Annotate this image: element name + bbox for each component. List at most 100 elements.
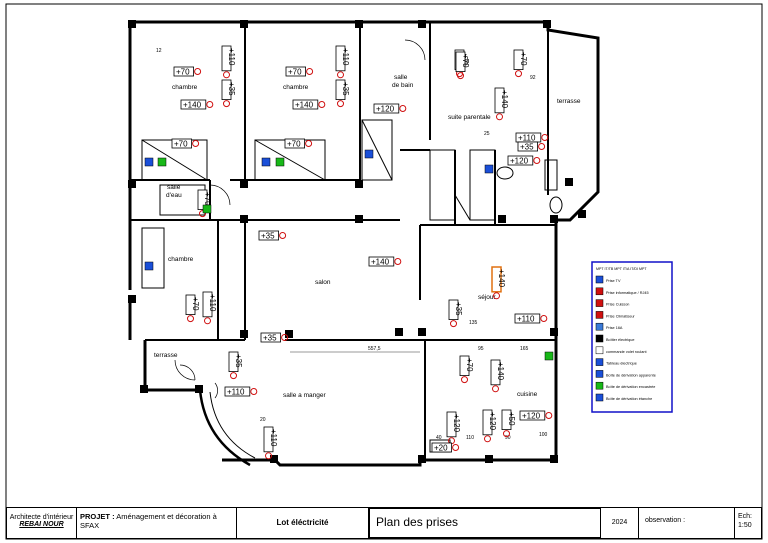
socket-cuis-20: +20 [431,442,460,453]
socket-sde-v: +70 [197,189,212,218]
legend-swatch-icon [595,393,604,402]
socket-sam-110: +110 [224,386,258,397]
socket-c3-v1: +70 [185,294,200,323]
socket-cuis-v5: +50 [501,409,516,438]
svg-text:+70: +70 [461,54,470,68]
socket-salon-140: +140 [368,256,402,267]
svg-text:+70: +70 [176,68,190,77]
room-salon: salon [315,279,331,286]
socket-salon-35: +35 [260,332,289,343]
svg-text:+120: +120 [510,157,529,166]
svg-text:+35: +35 [341,82,350,96]
scale-cell: Ech: 1:50 [735,508,761,538]
socket-cuis-v1: +140 [490,359,505,393]
room-chambre-1: chambre [172,84,198,91]
svg-text:+140: +140 [496,362,505,381]
socket-sp-35: +35 [517,141,546,152]
tv-socket-icon [144,157,154,167]
socket-c1-mid: +140 [180,99,214,110]
svg-text:+110: +110 [227,388,245,397]
curved-wall [198,389,251,467]
socket-c3-35: +35 [258,230,287,241]
legend-item-label: Boîte de dérivation étanche [606,397,652,401]
socket-sp-120: +120 [507,155,541,166]
legend-swatch-icon [595,287,604,296]
socket-c2-mid: +140 [292,99,326,110]
dim-20: 20 [260,417,266,423]
room-salle-deau-1: salle [167,184,181,191]
svg-text:+140: +140 [295,101,314,110]
legend-swatch-icon [595,311,604,319]
socket-cuis-v2: +70 [459,355,474,384]
room-suite-parentale: suite parentale [448,114,491,121]
svg-text:+120: +120 [488,412,497,431]
svg-text:+140: +140 [500,90,509,109]
socket-sam-v: +110 [263,426,278,460]
socket-sp-110: +110 [515,132,549,143]
legend: MPT IT/TB MPT IT/A IT/DI MPT Prise TVPri… [591,261,673,413]
year: 2024 [601,508,639,538]
svg-text:+120: +120 [452,414,461,433]
legend-swatch-icon [595,381,604,390]
svg-text:+35: +35 [263,334,277,343]
tv-socket-icon [364,149,374,159]
switch-box-icon [275,157,285,167]
room-salle-de-bain-1: salle [394,74,408,81]
socket-sp-v3: +140 [494,87,509,121]
svg-text:+70: +70 [519,52,528,66]
legend-item-label: Prise Cuisson [606,303,629,307]
room-labels: chambre chambre salle de bain suite pare… [154,74,581,399]
socket-c1-top: +70 [173,66,202,77]
svg-text:+35: +35 [234,354,243,368]
socket-ter-v: +35 [228,351,243,380]
tv-socket-icon [484,164,494,174]
project-desc: Aménagement et décoration à SFAX [80,512,217,530]
room-chambre-3: chambre [168,256,194,263]
svg-text:+140: +140 [497,269,506,288]
room-terrasse-ne: terrasse [557,98,581,105]
lot-label: Lot éléctricité [237,508,369,538]
dim-557: 557,5 [368,346,381,352]
legend-swatch-icon [595,299,604,307]
switch-box-icon [544,351,554,361]
svg-text:+35: +35 [520,143,534,152]
legend-item-label: Boîtier électrique [606,338,635,342]
dim-110: 110 [466,435,474,441]
dimension-labels: 557,5 135 95 165 40 110 90 100 92 25 20 … [156,48,548,441]
svg-text:+70: +70 [287,140,301,149]
socket-c1-v2: +35 [221,79,236,108]
svg-text:+120: +120 [522,412,541,421]
project-cell: PROJET : Aménagement et décoration à SFA… [77,508,237,538]
svg-text:+20: +20 [434,444,448,453]
svg-text:+110: +110 [518,134,536,143]
socket-c2-top: +70 [285,66,314,77]
socket-cuis-120: +120 [519,410,553,421]
dim-100: 100 [539,432,548,438]
room-chambre-2: chambre [283,84,309,91]
svg-text:+110: +110 [208,294,217,312]
legend-swatch-icon [595,370,604,378]
socket-c2-v2: +35 [335,79,350,108]
dim-12: 12 [156,48,162,54]
svg-text:+120: +120 [376,105,395,114]
tv-socket-icon [144,261,154,271]
svg-text:+50: +50 [507,412,516,426]
room-salle-deau-2: d'eau [166,192,182,199]
socket-sejour-v2: +35 [448,299,463,328]
switch-box-icon [157,157,167,167]
socket-sp-v1: +70 [455,51,470,80]
svg-text:+70: +70 [203,192,212,206]
legend-item-label: commande volet roulant [606,350,647,354]
socket-cuis-v4: +120 [482,409,497,443]
observation-label: observation : [639,508,735,538]
dim-40: 40 [436,435,442,441]
room-cuisine: cuisine [517,391,538,398]
svg-text:+110: +110 [517,315,535,324]
legend-swatch-icon [595,346,604,355]
svg-text:+35: +35 [454,302,463,316]
plan-title: Plan des prises [369,508,601,538]
socket-c1-bot: +70 [171,138,200,149]
socket-c1-v1: +110 [221,45,236,79]
socket-cuis-v3: +120 [446,411,461,445]
outer-walls [128,20,600,467]
